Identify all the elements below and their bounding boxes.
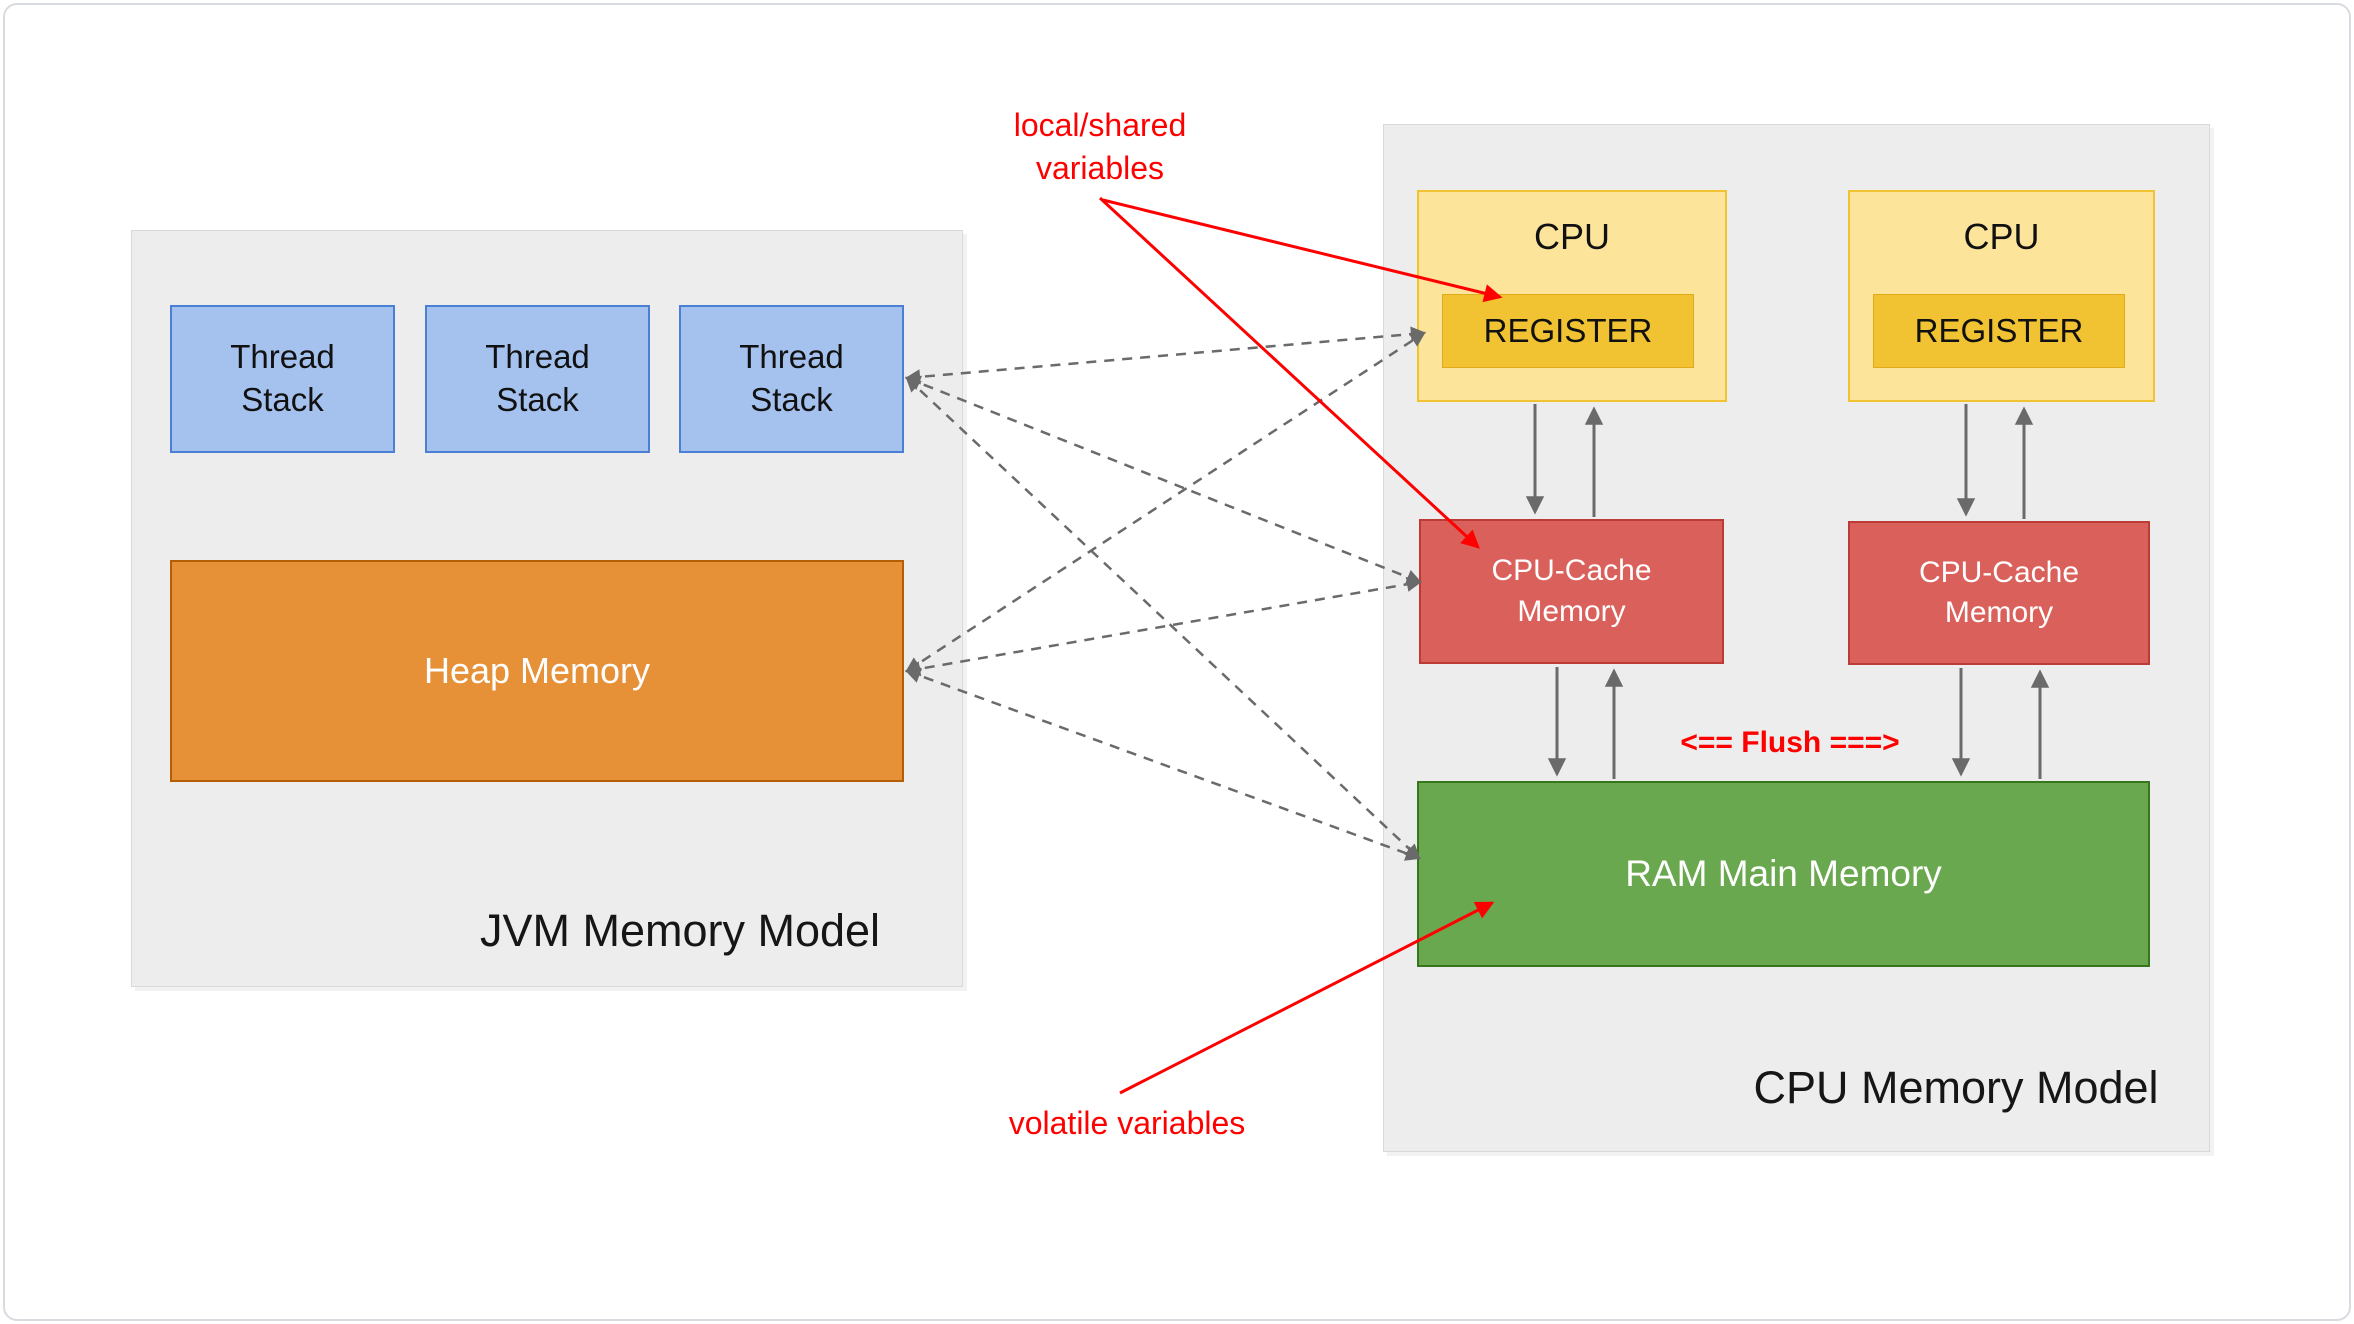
cpu-box: CPU REGISTER — [1417, 190, 1727, 402]
cpu-label: CPU — [1533, 216, 1610, 257]
ram-main-memory-box: RAM Main Memory — [1417, 781, 2150, 967]
volatile-variables-annotation: volatile variables — [1008, 1105, 1246, 1141]
thread-stack-box: Thread Stack — [679, 305, 904, 453]
heap-memory-label: Heap Memory — [423, 650, 651, 691]
cpu-cache-memory-box: CPU-Cache Memory — [1848, 521, 2150, 665]
cpu-panel-title: CPU Memory Model — [1753, 1062, 2159, 1113]
thread-stack-label: Thread Stack — [230, 338, 335, 418]
thread-stack-label: Thread Stack — [739, 338, 844, 418]
cpu-cache-memory-box: CPU-Cache Memory — [1419, 519, 1724, 664]
cpu-box: CPU REGISTER — [1848, 190, 2155, 402]
cpu-label: CPU — [1963, 216, 2040, 257]
thread-stack-box: Thread Stack — [170, 305, 395, 453]
heap-memory-box: Heap Memory — [170, 560, 904, 782]
jvm-panel-title: JVM Memory Model — [479, 905, 881, 956]
cpu-cache-memory-label: CPU-Cache Memory — [1491, 554, 1652, 628]
register-box: REGISTER — [1873, 294, 2125, 368]
cpu-cache-memory-label: CPU-Cache Memory — [1918, 555, 2080, 630]
thread-stack-box: Thread Stack — [425, 305, 650, 453]
flush-annotation: <== Flush ===> — [1680, 726, 1900, 759]
local-shared-variables-annotation: local/shared variables — [1013, 107, 1187, 187]
register-box: REGISTER — [1442, 294, 1694, 368]
ram-main-memory-label: RAM Main Memory — [1625, 853, 1942, 894]
thread-stack-label: Thread Stack — [485, 338, 590, 418]
